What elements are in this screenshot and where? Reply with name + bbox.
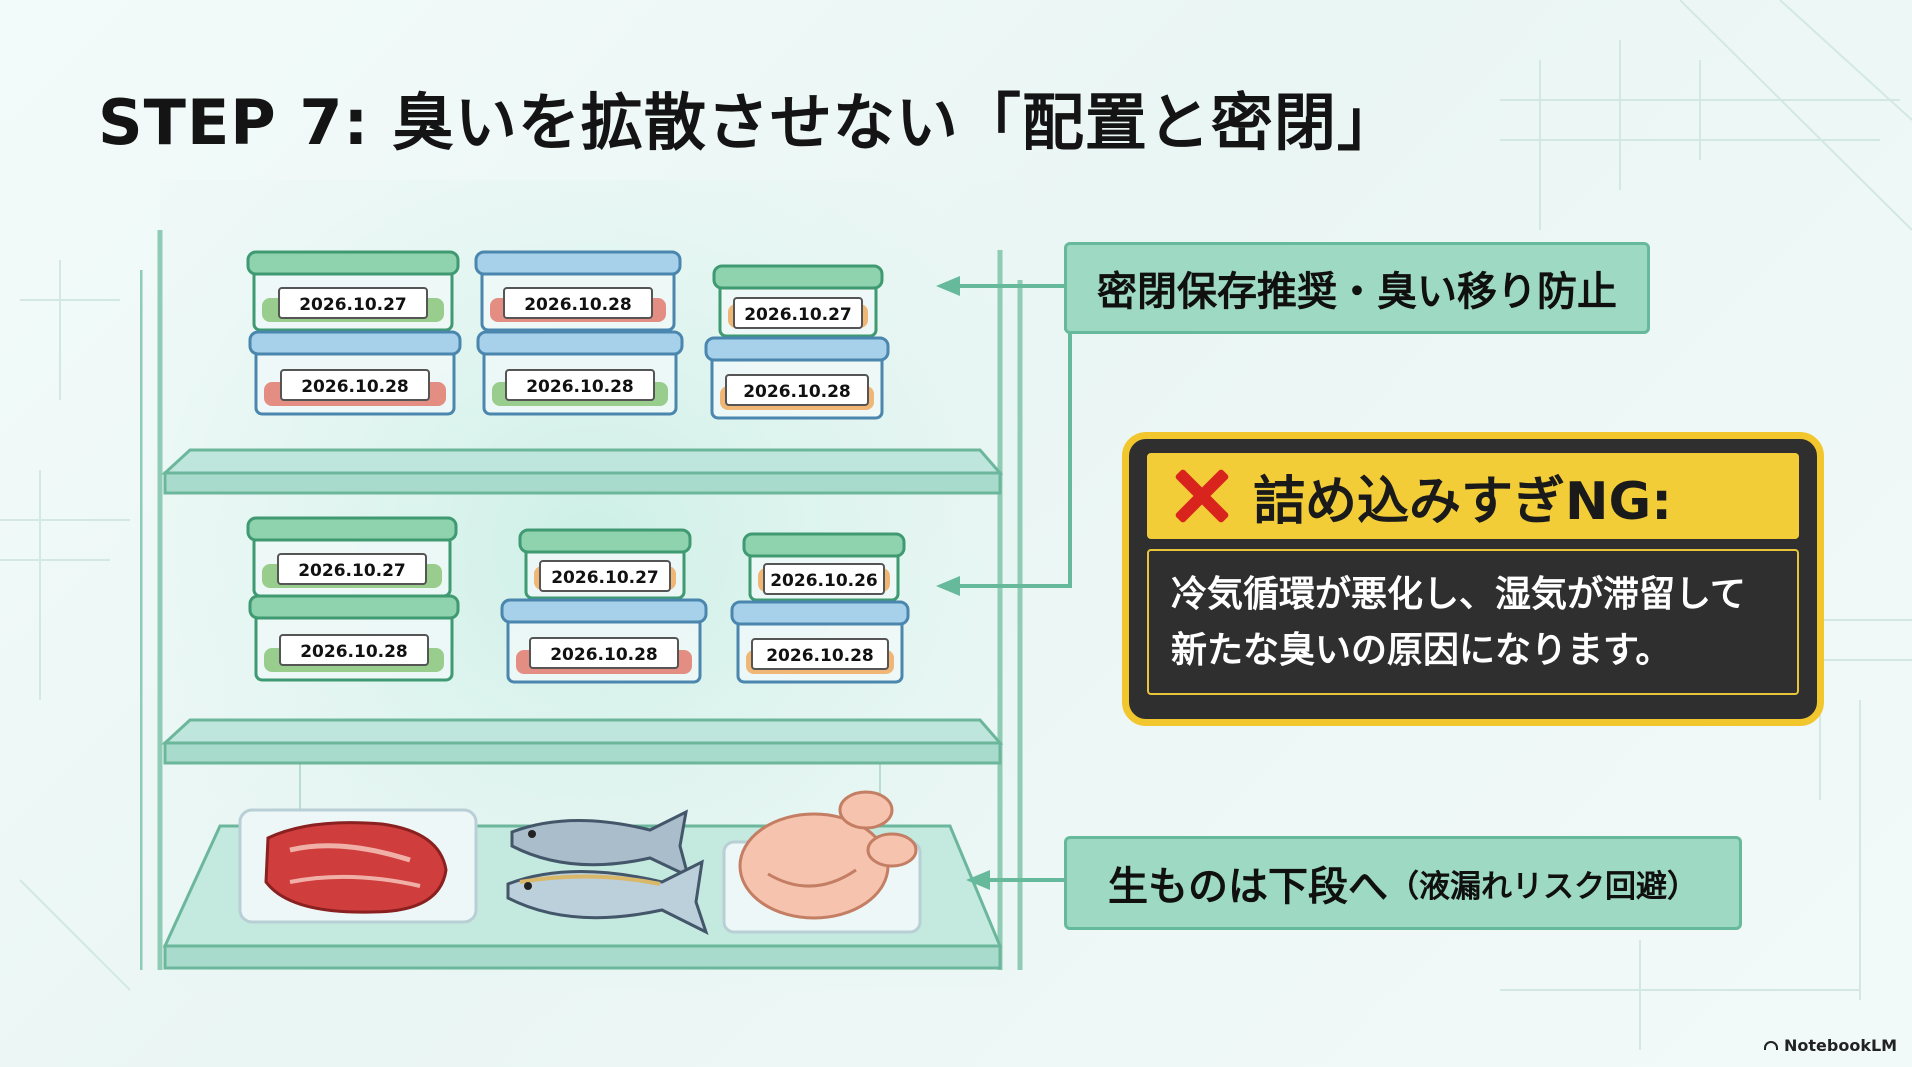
container-lid (518, 528, 692, 554)
fridge-illustration: 2026.10.27 2026.10.28 2026.10.28 2026.10.28… (140, 180, 1023, 990)
container-lid (730, 600, 910, 626)
warning-header: 詰め込みすぎNG: (1147, 453, 1799, 539)
container-lid (704, 336, 890, 362)
food-container: 2026.10.28 (248, 594, 460, 682)
callout-raw-food-note: （液漏れリスク回避） (1388, 868, 1698, 905)
container-date-label: 2026.10.27 (551, 568, 659, 588)
top-shelf (161, 448, 1004, 495)
fridge-frame (140, 230, 1023, 970)
warning-body: 冷気循環が悪化し、湿気が滞留して 新たな臭いの原因になります。 (1147, 549, 1799, 695)
container-date-label: 2026.10.27 (298, 561, 406, 581)
notebooklm-logo-icon (1764, 1041, 1778, 1050)
container-lid (476, 330, 684, 356)
warning-panel-overpacking: 詰め込みすぎNG: 冷気循環が悪化し、湿気が滞留して 新たな臭いの原因になります… (1122, 432, 1824, 726)
callout-sealed-storage-text: 密閉保存推奨・臭い移り防止 (1097, 269, 1617, 315)
food-container: 2026.10.26 (742, 532, 906, 602)
container-lid (246, 250, 460, 276)
container-date-label: 2026.10.28 (766, 646, 874, 666)
container-date-label: 2026.10.28 (526, 377, 634, 397)
container-date-label: 2026.10.27 (299, 295, 407, 315)
food-container: 2026.10.28 (474, 250, 682, 332)
fish-icon (506, 809, 709, 935)
page-title: STEP 7: 臭いを拡散させない「配置と密閉」 (98, 86, 1400, 159)
callout-raw-food-bottom: 生ものは下段へ （液漏れリスク回避） (1064, 836, 1742, 930)
food-container: 2026.10.28 (476, 330, 684, 416)
brand-watermark: NotebookLM (1764, 1036, 1897, 1055)
container-lid (248, 330, 462, 356)
container-date-label: 2026.10.28 (301, 377, 409, 397)
food-container: 2026.10.27 (246, 250, 460, 332)
food-container: 2026.10.28 (704, 336, 890, 420)
food-container: 2026.10.28 (248, 330, 462, 416)
chicken-icon (722, 790, 922, 934)
food-container: 2026.10.27 (712, 264, 884, 338)
container-lid (500, 598, 708, 624)
steak-icon (238, 808, 478, 924)
warning-title: 詰め込みすぎNG: (1253, 471, 1672, 532)
container-date-label: 2026.10.26 (770, 571, 878, 591)
middle-shelf (161, 718, 1004, 765)
food-container: 2026.10.28 (500, 598, 708, 684)
food-container: 2026.10.27 (246, 516, 458, 598)
warning-line-1: 冷気循環が悪化し、湿気が滞留して (1171, 574, 1746, 615)
container-lid (248, 594, 460, 620)
x-mark-icon (1173, 467, 1231, 525)
container-lid (474, 250, 682, 276)
container-lid (712, 264, 884, 290)
callout-raw-food-main: 生ものは下段へ (1108, 864, 1388, 910)
container-date-label: 2026.10.27 (744, 305, 852, 325)
brand-name: NotebookLM (1784, 1036, 1898, 1055)
container-lid (742, 532, 906, 558)
food-container: 2026.10.28 (730, 600, 910, 684)
container-date-label: 2026.10.28 (524, 295, 632, 315)
container-date-label: 2026.10.28 (300, 642, 408, 662)
callout-sealed-storage: 密閉保存推奨・臭い移り防止 (1064, 242, 1650, 334)
warning-line-2: 新たな臭いの原因になります。 (1171, 630, 1672, 671)
container-date-label: 2026.10.28 (743, 382, 851, 402)
food-container: 2026.10.27 (518, 528, 692, 600)
container-lid (246, 516, 458, 542)
container-date-label: 2026.10.28 (550, 645, 658, 665)
